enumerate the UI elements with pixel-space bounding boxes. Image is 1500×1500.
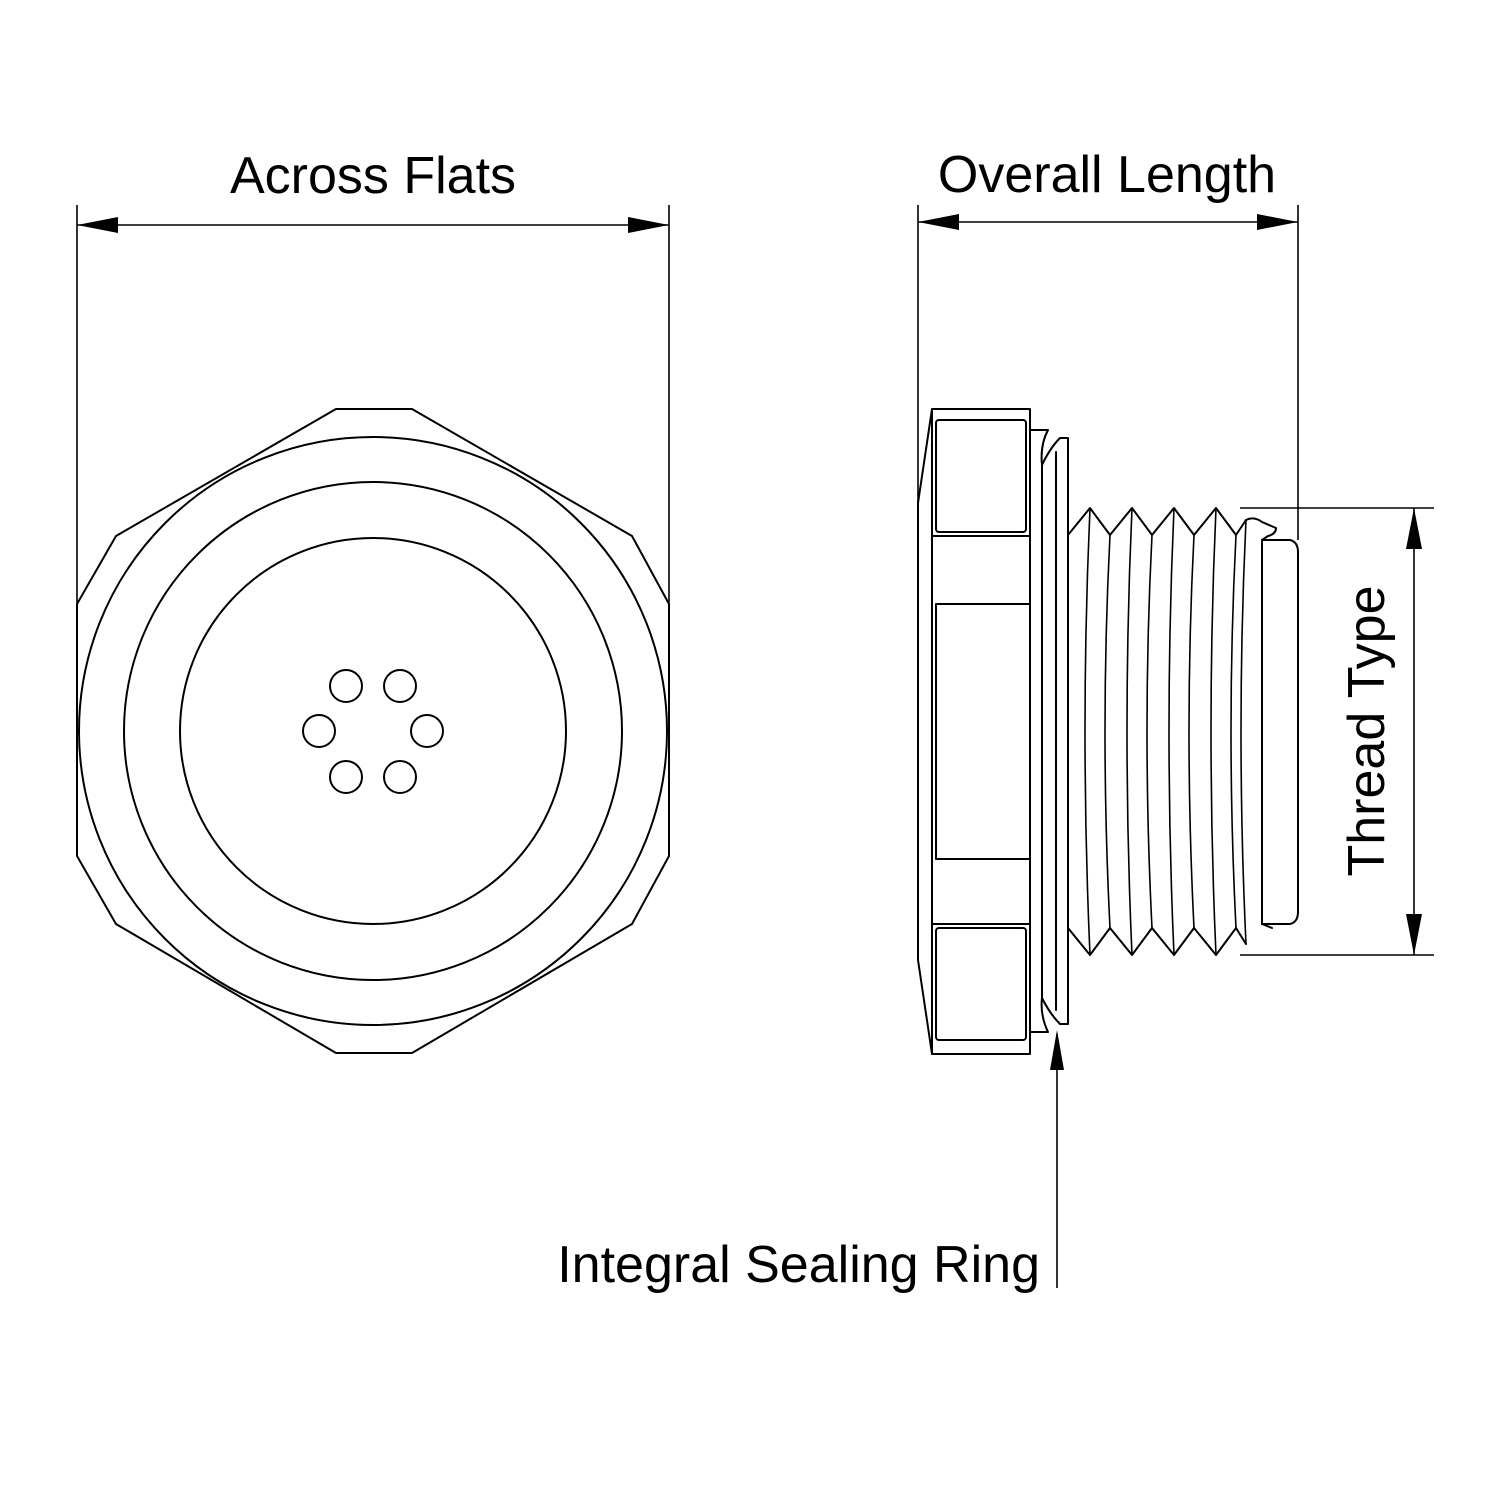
chamfer-circle bbox=[78, 436, 668, 1026]
hex-flat-top bbox=[935, 419, 1027, 533]
thread-helix bbox=[1188, 534, 1195, 929]
thread-profile-bottom bbox=[1067, 927, 1247, 956]
flange-circle bbox=[123, 481, 623, 981]
arrow-left bbox=[918, 214, 959, 230]
threaded-shank bbox=[1067, 507, 1299, 956]
thread-helix bbox=[1146, 534, 1153, 929]
vent-face-circle bbox=[179, 537, 567, 925]
thread-helix bbox=[1126, 507, 1133, 956]
side-view bbox=[917, 408, 1299, 1055]
arrow-top bbox=[1406, 508, 1422, 549]
hex-outline bbox=[76, 408, 670, 1054]
vent-hole bbox=[329, 760, 363, 794]
thread-helix bbox=[1104, 534, 1111, 929]
arrow-bottom bbox=[1406, 914, 1422, 955]
sealing-ring bbox=[1029, 429, 1049, 1033]
thread-helix bbox=[1210, 507, 1217, 956]
thread-profile-top bbox=[1067, 507, 1247, 536]
across-flats-label: Across Flats bbox=[230, 147, 516, 205]
leader-arrow bbox=[1050, 1030, 1064, 1070]
arrow-right bbox=[628, 217, 669, 233]
hex-flat-middle bbox=[935, 603, 1031, 860]
vent-holes bbox=[302, 669, 444, 794]
vent-hole bbox=[410, 714, 444, 748]
vent-hole bbox=[302, 714, 336, 748]
thread-helix bbox=[1168, 507, 1175, 956]
thread-type-dimension: Thread Type bbox=[1240, 507, 1434, 956]
thread-helix bbox=[1084, 507, 1091, 956]
sealing-ring-leader: Integral Sealing Ring bbox=[557, 1030, 1064, 1294]
thread-type-label: Thread Type bbox=[1338, 585, 1396, 876]
vent-hole bbox=[329, 669, 363, 703]
overall-length-dimension: Overall Length bbox=[917, 146, 1299, 540]
thread-helix bbox=[1230, 534, 1237, 929]
shank-tip bbox=[1261, 539, 1299, 925]
vent-hole bbox=[383, 760, 417, 794]
integral-sealing-ring-label: Integral Sealing Ring bbox=[557, 1236, 1040, 1294]
across-flats-dimension: Across Flats bbox=[76, 147, 670, 604]
hex-flat-bottom bbox=[935, 927, 1027, 1041]
thread-end bbox=[1245, 517, 1277, 929]
arrow-right bbox=[1257, 214, 1298, 230]
overall-length-label: Overall Length bbox=[938, 146, 1276, 204]
arrow-left bbox=[77, 217, 118, 233]
hex-body-outline bbox=[917, 408, 1031, 1055]
front-view bbox=[76, 408, 670, 1054]
vent-hole bbox=[383, 669, 417, 703]
thread-helix bbox=[1240, 519, 1247, 945]
